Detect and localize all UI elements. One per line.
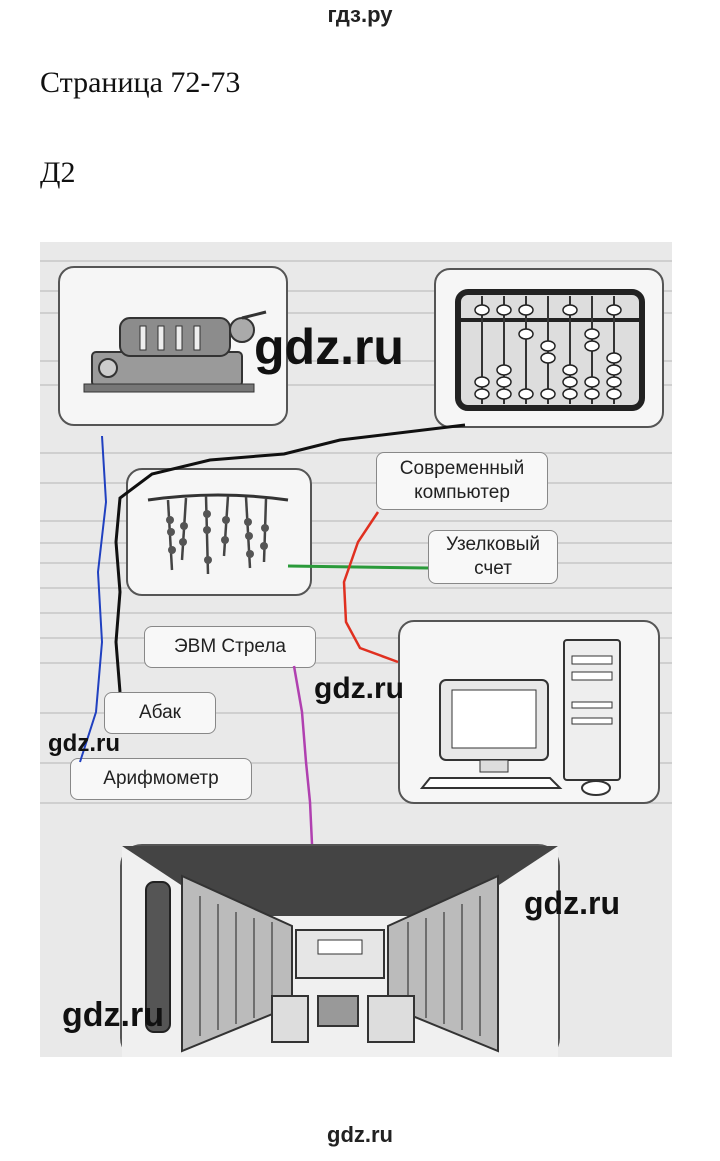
abacus-icon	[455, 289, 645, 411]
watermark-mid: gdz.ru	[314, 672, 404, 705]
site-header[interactable]: гдз.ру	[327, 2, 393, 27]
watermark-bottom-left: gdz.ru	[62, 996, 164, 1034]
computer-picture	[398, 620, 660, 804]
task-number: Д2	[40, 156, 76, 189]
page-title: Страница 72-73	[40, 66, 241, 99]
arithmometer-icon	[83, 310, 267, 393]
computer-connector	[342, 511, 399, 664]
abacus-connector	[114, 423, 466, 693]
evm-strela-label: ЭВМ Стрела	[144, 626, 316, 668]
connector-lines	[79, 423, 466, 845]
arithmometer-picture	[58, 266, 288, 426]
knot-counting-picture	[126, 468, 312, 596]
watermark-left: gdz.ru	[48, 730, 120, 757]
knot-connector	[287, 564, 429, 570]
worksheet-scan: Современный компьютер Узелковый счет ЭВМ…	[40, 242, 672, 1057]
arithmometer-label: Арифмометр	[70, 758, 252, 800]
abacus-picture	[434, 268, 664, 428]
knot-icon	[147, 493, 289, 575]
knot-counting-label: Узелковый счет	[428, 530, 558, 584]
modern-computer-label: Современный компьютер	[376, 452, 548, 510]
site-footer[interactable]: gdz.ru	[327, 1122, 393, 1147]
evm-connector	[292, 665, 314, 845]
evm-strela-picture	[120, 844, 560, 1057]
watermark-center: gdz.ru	[254, 319, 404, 375]
evm-icon	[122, 846, 558, 1057]
abacus-label: Абак	[104, 692, 216, 734]
computer-icon	[419, 639, 621, 796]
arithmometer-connector	[79, 435, 108, 763]
watermark-right: gdz.ru	[524, 885, 620, 921]
